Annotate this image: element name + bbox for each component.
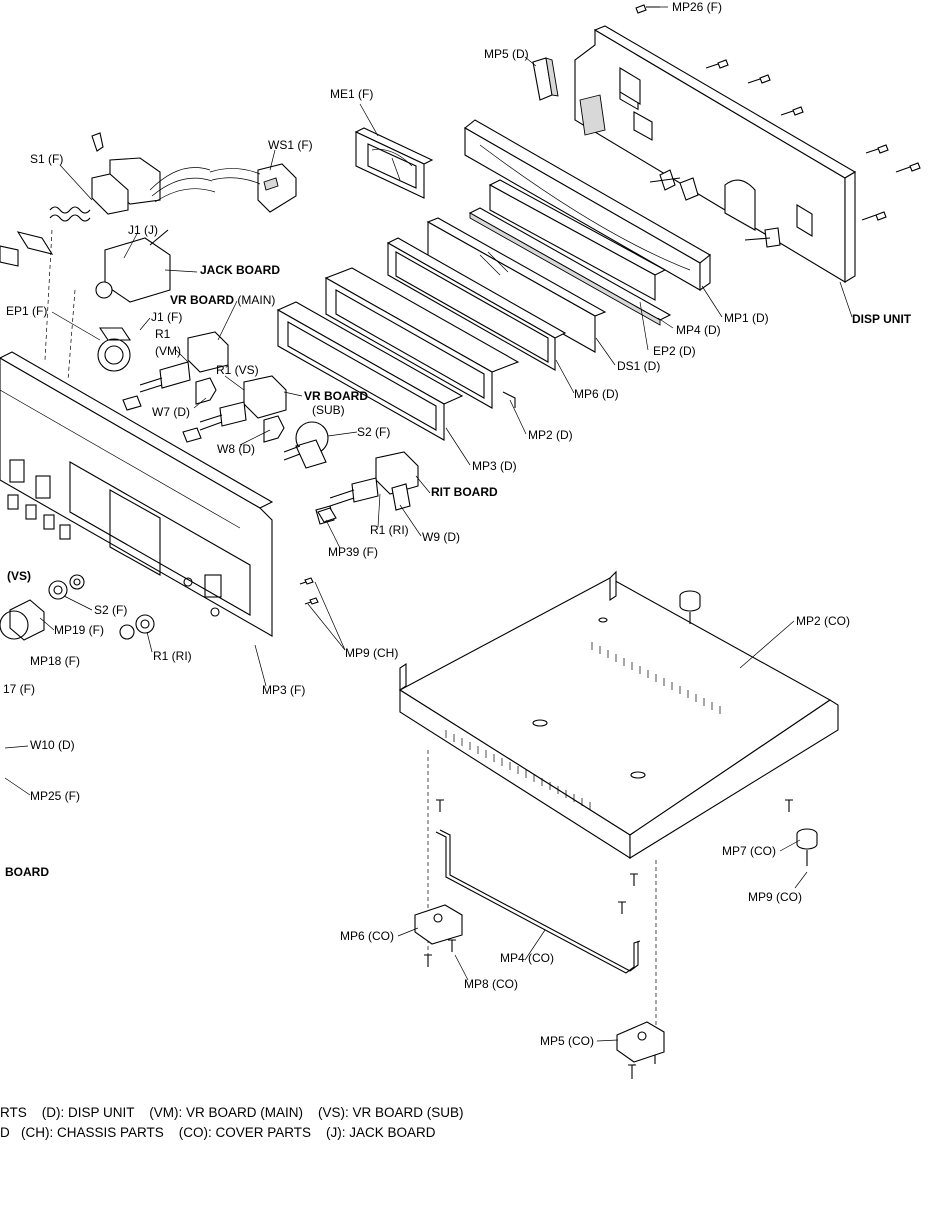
mp39-f-part	[317, 507, 337, 523]
mp5-d-part	[532, 57, 559, 101]
label-w7-d: W7 (D)	[152, 405, 190, 419]
foot-mp7-top	[679, 590, 701, 624]
label-vr-board-sub-b: (SUB)	[312, 403, 345, 417]
vent-slots-b	[445, 730, 591, 810]
ep1-f-connector	[97, 327, 132, 372]
front-chassis-mp3-f	[0, 229, 274, 637]
label-r1-ri-low: R1 (RI)	[153, 649, 192, 663]
label-mp19-f: MP19 (F)	[54, 623, 105, 637]
label-mp1-d: MP1 (D)	[724, 311, 769, 325]
ep2-d-part	[488, 179, 667, 301]
label-disp-unit: DISP UNIT	[852, 312, 912, 326]
label-mp2-d: MP2 (D)	[528, 428, 573, 442]
label-j1-f: J1 (F)	[151, 310, 183, 324]
label-w8-d: W8 (D)	[217, 442, 255, 456]
label-mp6-co: MP6 (CO)	[340, 929, 394, 943]
label-17-f-fragment: 17 (F)	[3, 682, 36, 696]
ws1-f-connector	[209, 163, 297, 213]
label-mp4-d: MP4 (D)	[676, 323, 721, 337]
vent-slots-a	[591, 642, 721, 714]
mp9-ch-screws	[299, 577, 319, 605]
label-mp2-co: MP2 (CO)	[796, 614, 850, 628]
label-mp3-d: MP3 (D)	[472, 459, 517, 473]
mp3-d-part	[276, 301, 464, 441]
label-mp8-co: MP8 (CO)	[464, 977, 518, 991]
label-r1-vm-b: (VM)	[155, 344, 181, 358]
label-vr-board-sub: VR BOARD	[304, 389, 369, 403]
mp1-d-part	[464, 119, 711, 292]
label-r1-vm-a: R1	[155, 327, 171, 341]
ds1-d-part	[426, 217, 607, 353]
vr-board-main-suffix: (MAIN)	[237, 293, 276, 307]
label-mp9-ch: MP9 (CH)	[345, 646, 399, 660]
foot-mp7-co	[796, 828, 818, 866]
label-mp6-d: MP6 (D)	[574, 387, 619, 401]
label-mp9-co: MP9 (CO)	[748, 890, 802, 904]
legend-line-1: RTS (D): DISP UNIT (VM): VR BOARD (MAIN)…	[0, 1105, 464, 1120]
bracket-mp5-co	[616, 1021, 665, 1063]
s2-f-pot	[283, 421, 329, 469]
w8-d-clip	[182, 415, 285, 443]
vr-board-sub-part	[199, 375, 287, 431]
label-mp26-f: MP26 (F)	[672, 0, 723, 14]
legend-line-2: D (CH): CHASSIS PARTS (CO): COVER PARTS …	[0, 1125, 436, 1140]
label-mp25-f: MP25 (F)	[30, 789, 81, 803]
label-vr-board-main: VR BOARD (MAIN)	[170, 294, 275, 306]
label-w10-d: W10 (D)	[30, 738, 75, 752]
label-r1-vs: R1 (VS)	[216, 363, 259, 377]
label-s2-f-low: S2 (F)	[94, 603, 128, 617]
label-r1-ri-top: R1 (RI)	[370, 523, 409, 537]
label-mp5-co: MP5 (CO)	[540, 1034, 594, 1048]
label-ds1-d: DS1 (D)	[617, 359, 661, 373]
label-ws1-f: WS1 (F)	[268, 138, 313, 152]
vr-board-main-part	[139, 331, 229, 393]
stand-mp4-co	[435, 829, 641, 974]
w7-d-clip	[122, 377, 217, 411]
label-ep1-f: EP1 (F)	[6, 304, 48, 318]
label-mp4-co: MP4 (CO)	[500, 951, 554, 965]
label-ep2-d: EP2 (D)	[653, 344, 696, 358]
me1-f-meter	[354, 127, 434, 199]
lower-left-hardware	[0, 574, 155, 641]
label-board-fragment: BOARD	[5, 865, 49, 879]
label-mp18-f: MP18 (F)	[30, 654, 81, 668]
bottom-cover-mp2-co	[398, 570, 839, 860]
label-vs-fragment: (VS)	[7, 569, 31, 583]
label-mp7-co: MP7 (CO)	[722, 844, 776, 858]
bracket-mp6-co	[414, 904, 463, 945]
jack-board-part	[95, 229, 171, 303]
label-mp5-d: MP5 (D)	[484, 47, 529, 61]
label-rit-board: RIT BOARD	[431, 485, 498, 499]
label-mp3-f: MP3 (F)	[262, 683, 306, 697]
vr-board-main-bold: VR BOARD	[170, 293, 235, 307]
mp4-d-part	[468, 207, 672, 326]
label-me1-f: ME1 (F)	[330, 87, 374, 101]
label-w9-d: W9 (D)	[422, 530, 460, 544]
label-s2-f-top: S2 (F)	[357, 425, 391, 439]
label-s1-f: S1 (F)	[30, 152, 64, 166]
label-jack-board: JACK BOARD	[200, 263, 281, 277]
mp6-d-part	[386, 237, 567, 371]
disp-unit-panel	[574, 25, 857, 283]
label-j1-j: J1 (J)	[128, 223, 158, 237]
leader-lines	[4, 6, 853, 1042]
mp2-d-part	[324, 267, 520, 409]
s1-f-switch	[0, 132, 216, 267]
label-mp39-f: MP39 (F)	[328, 545, 379, 559]
